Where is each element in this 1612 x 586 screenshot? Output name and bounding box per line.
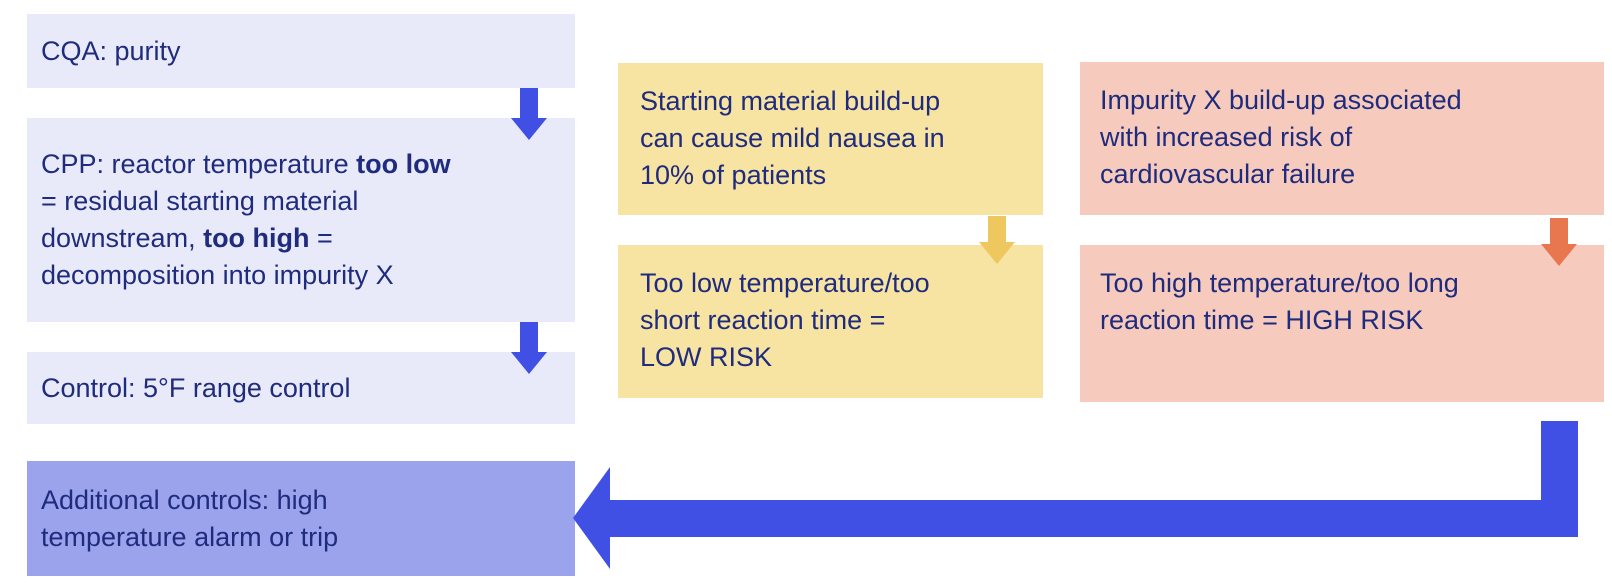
low-risk-box: Too low temperature/too short reaction t…: [618, 245, 1043, 398]
cpp-box-text: CPP: reactor temperature too low = resid…: [41, 149, 451, 290]
starting-material-harm-box-text: Starting material build-up can cause mil…: [640, 86, 945, 190]
low-risk-box-text: Too low temperature/too short reaction t…: [640, 268, 930, 372]
cpp-box: CPP: reactor temperature too low = resid…: [27, 118, 575, 322]
cqa-box-text: CQA: purity: [41, 35, 181, 66]
impurity-harm-box-text: Impurity X build-up associated with incr…: [1100, 85, 1462, 189]
high-risk-box: Too high temperature/too long reaction t…: [1080, 245, 1604, 402]
additional-controls-box-text: Additional controls: high temperature al…: [41, 484, 339, 552]
high-risk-to-additional-controls-elbow-arrow-icon: [573, 421, 1578, 569]
impurity-harm-box: Impurity X build-up associated with incr…: [1080, 62, 1604, 215]
control-box-text: Control: 5°F range control: [41, 372, 351, 403]
starting-material-harm-box: Starting material build-up can cause mil…: [618, 63, 1043, 215]
control-box: Control: 5°F range control: [27, 352, 575, 424]
additional-controls-box: Additional controls: high temperature al…: [27, 461, 575, 576]
high-risk-box-text: Too high temperature/too long reaction t…: [1100, 268, 1459, 335]
cqa-box: CQA: purity: [27, 14, 575, 88]
